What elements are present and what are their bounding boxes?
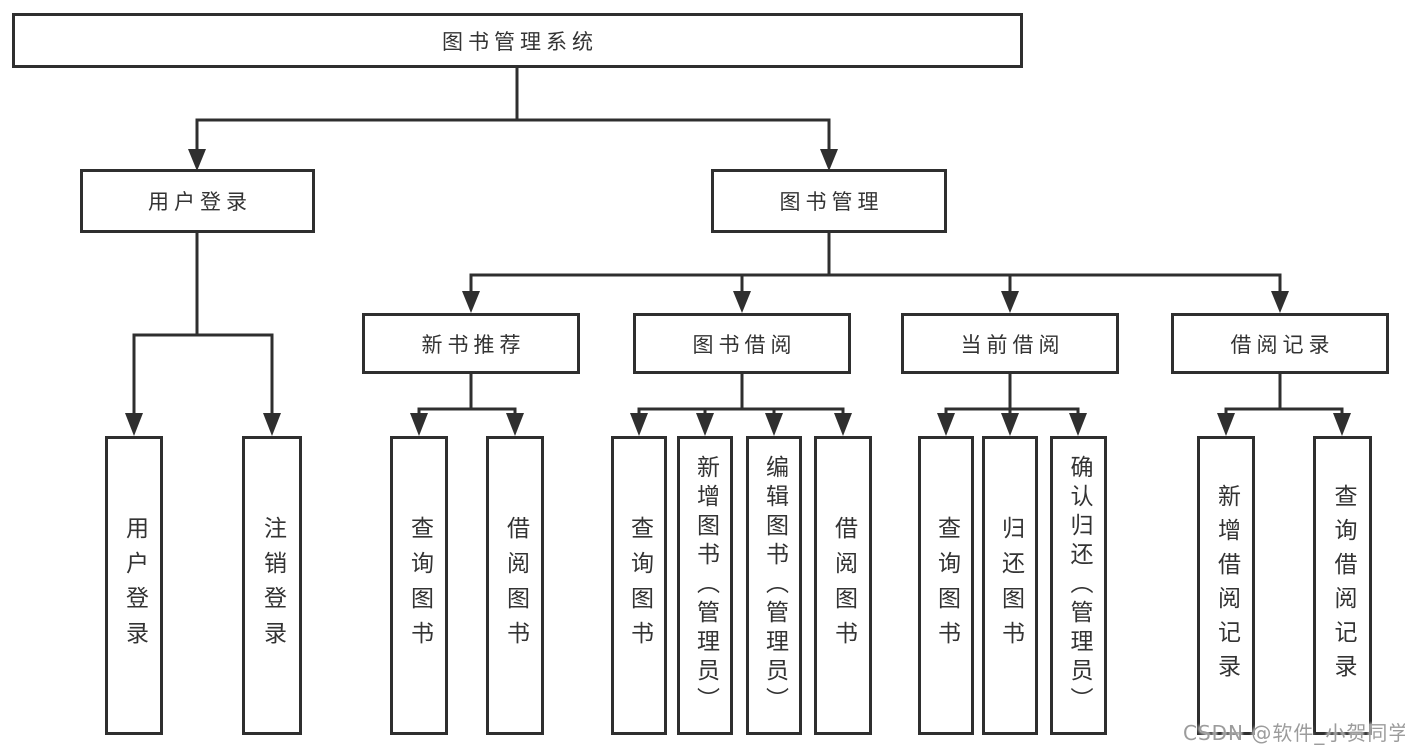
arrow-down-icon: [1271, 291, 1289, 313]
watermark: CSDN @软件_小贺同学: [1183, 721, 1405, 745]
leaf-user-login: 用户登录: [105, 436, 163, 735]
arrow-down-icon: [410, 413, 428, 436]
arrow-down-icon: [188, 149, 206, 171]
node-label: 注销登录: [259, 515, 286, 656]
leaf-edit-book-admin: 编辑图书（管理员）: [746, 436, 802, 735]
arrow-down-icon: [630, 413, 648, 436]
arrow-down-icon: [1333, 413, 1351, 436]
node-current-borrowing: 当前借阅: [901, 313, 1119, 374]
node-label: 编辑图书（管理员）: [761, 455, 788, 716]
leaf-query-books-recommend: 查询图书: [390, 436, 448, 735]
leaf-return-books: 归还图书: [982, 436, 1038, 735]
leaf-borrow-books-recommend: 借阅图书: [486, 436, 544, 735]
node-label: 新书推荐: [421, 332, 526, 357]
arrow-down-icon: [834, 413, 852, 436]
node-label: 用户登录: [121, 515, 148, 656]
node-label: 图书借阅: [692, 332, 797, 357]
arrow-down-icon: [1069, 413, 1087, 436]
leaf-query-books-current: 查询图书: [918, 436, 974, 735]
node-library-management-system: 图书管理系统: [12, 13, 1023, 68]
node-label: 归还图书: [997, 515, 1024, 656]
leaf-query-borrow-record: 查询借阅记录: [1313, 436, 1372, 735]
arrow-down-icon: [462, 291, 480, 313]
node-label: 当前借阅: [960, 332, 1065, 357]
arrow-down-icon: [1217, 413, 1235, 436]
node-label: 查询图书: [406, 515, 433, 656]
node-label: 确认归还（管理员）: [1066, 455, 1092, 716]
leaf-query-books-borrowing: 查询图书: [611, 436, 667, 735]
node-label: 用户登录: [148, 190, 252, 214]
leaf-add-book-admin: 新增图书（管理员）: [677, 436, 733, 735]
arrow-down-icon: [696, 413, 714, 436]
node-book-borrowing: 图书借阅: [633, 313, 851, 374]
arrow-down-icon: [820, 149, 838, 171]
arrow-down-icon: [765, 413, 783, 436]
arrow-down-icon: [733, 291, 751, 313]
arrow-down-icon: [506, 413, 524, 436]
node-user-login: 用户登录: [80, 169, 315, 233]
node-label: 查询图书: [626, 515, 653, 656]
arrow-down-icon: [263, 413, 281, 436]
node-label: 新增图书（管理员）: [692, 455, 719, 716]
node-label: 借阅图书: [830, 515, 857, 656]
node-label: 借阅记录: [1230, 332, 1335, 357]
arrow-down-icon: [1001, 291, 1019, 313]
leaf-borrow-books-borrowing: 借阅图书: [814, 436, 872, 735]
arrow-down-icon: [125, 413, 143, 436]
node-label: 查询借阅记录: [1330, 483, 1356, 688]
node-label: 查询图书: [933, 515, 960, 656]
leaf-confirm-return-admin: 确认归还（管理员）: [1050, 436, 1107, 735]
node-new-book-recommendation: 新书推荐: [362, 313, 580, 374]
node-borrowing-records: 借阅记录: [1171, 313, 1389, 374]
node-label: 借阅图书: [502, 515, 529, 656]
node-label: 图书管理: [779, 190, 884, 214]
node-book-management: 图书管理: [711, 169, 947, 233]
arrow-down-icon: [1001, 413, 1019, 436]
node-label: 新增借阅记录: [1213, 483, 1240, 688]
node-label: 图书管理系统: [442, 29, 598, 54]
arrow-down-icon: [937, 413, 955, 436]
leaf-add-borrow-record: 新增借阅记录: [1197, 436, 1255, 735]
leaf-logout: 注销登录: [242, 436, 302, 735]
